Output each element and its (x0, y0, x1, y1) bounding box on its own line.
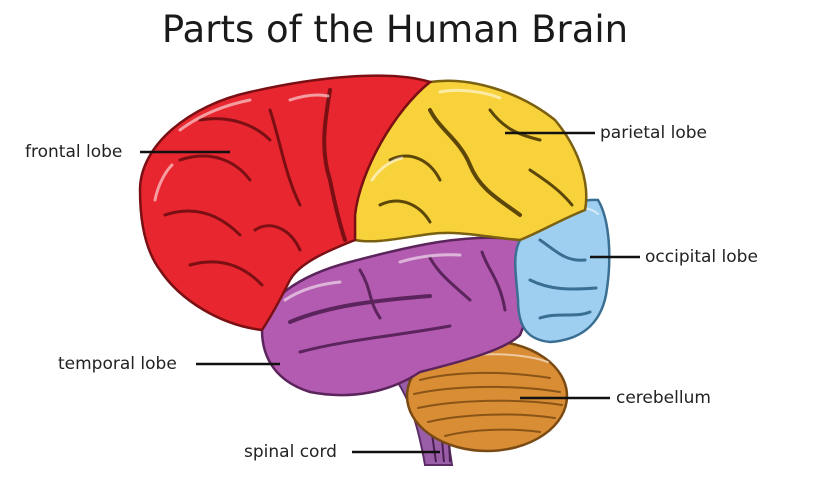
label-leader-lines (140, 131, 640, 454)
temporal-lobe (260, 236, 535, 397)
cerebellum-label: cerebellum (616, 388, 711, 408)
frontal-lobe (138, 74, 433, 332)
parietal-lobe (353, 79, 588, 243)
occipital-lobe-label: occipital lobe (645, 247, 758, 267)
frontal-lobe-label: frontal lobe (25, 142, 123, 162)
temporal-lobe-label: temporal lobe (58, 354, 177, 374)
diagram-title: Parts of the Human Brain (161, 8, 629, 51)
cerebellum (405, 339, 569, 453)
spinal-cord-label: spinal cord (244, 442, 337, 462)
parietal-lobe-label: parietal lobe (600, 123, 707, 143)
